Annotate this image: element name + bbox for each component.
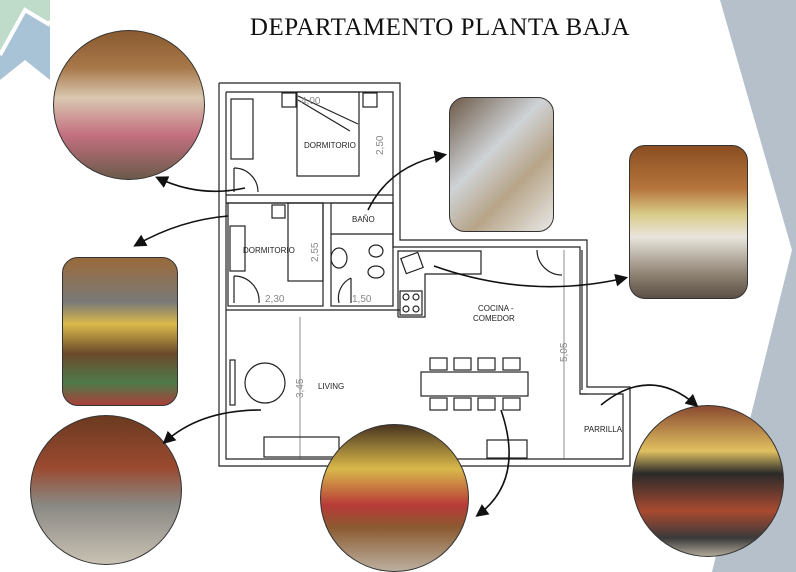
arrow-to-dormitorio-2 bbox=[133, 215, 229, 247]
room-label-cocina: COCINA - bbox=[478, 304, 514, 313]
room-label-parrilla: PARRILLA bbox=[584, 425, 623, 434]
room-label-living: LIVING bbox=[318, 382, 344, 391]
photo-dormitorio-2[interactable] bbox=[62, 257, 178, 406]
room-label-comedor: COMEDOR bbox=[473, 314, 515, 323]
photo-comedor[interactable] bbox=[320, 424, 469, 572]
photo-bano[interactable] bbox=[449, 97, 554, 232]
arrow-to-bano bbox=[367, 150, 448, 211]
room-label-dormitorio-1: DORMITORIO bbox=[304, 141, 356, 150]
room-label-dormitorio-2: DORMITORIO bbox=[243, 246, 295, 255]
dim-dorm2-depth: 2,55 bbox=[310, 242, 321, 262]
corner-blue-chevron bbox=[0, 10, 50, 80]
dim-cocina-depth: 5,05 bbox=[559, 342, 570, 362]
arrow-to-cocina bbox=[433, 265, 629, 288]
arrow-to-living bbox=[162, 409, 262, 445]
dim-bano-width: 1,50 bbox=[352, 294, 372, 305]
photo-living[interactable] bbox=[30, 415, 182, 565]
side-gray-shape bbox=[712, 0, 796, 572]
dim-dorm2-width: 2,30 bbox=[265, 294, 285, 305]
photo-dormitorio-1[interactable] bbox=[53, 30, 205, 180]
dim-dorm1-width: 4,00 bbox=[301, 96, 321, 107]
photo-parrilla[interactable] bbox=[632, 405, 784, 557]
arrow-to-dormitorio-1 bbox=[155, 176, 246, 193]
arrow-to-parrilla bbox=[600, 384, 699, 408]
dim-living-depth: 3,45 bbox=[295, 378, 306, 398]
page-title: DEPARTAMENTO PLANTA BAJA bbox=[249, 14, 631, 41]
walls bbox=[218, 82, 631, 467]
dim-dorm1-depth: 2,50 bbox=[375, 135, 386, 155]
room-label-bano: BAÑO bbox=[352, 215, 375, 224]
photo-cocina[interactable] bbox=[629, 145, 748, 299]
arrow-to-comedor bbox=[475, 409, 510, 517]
